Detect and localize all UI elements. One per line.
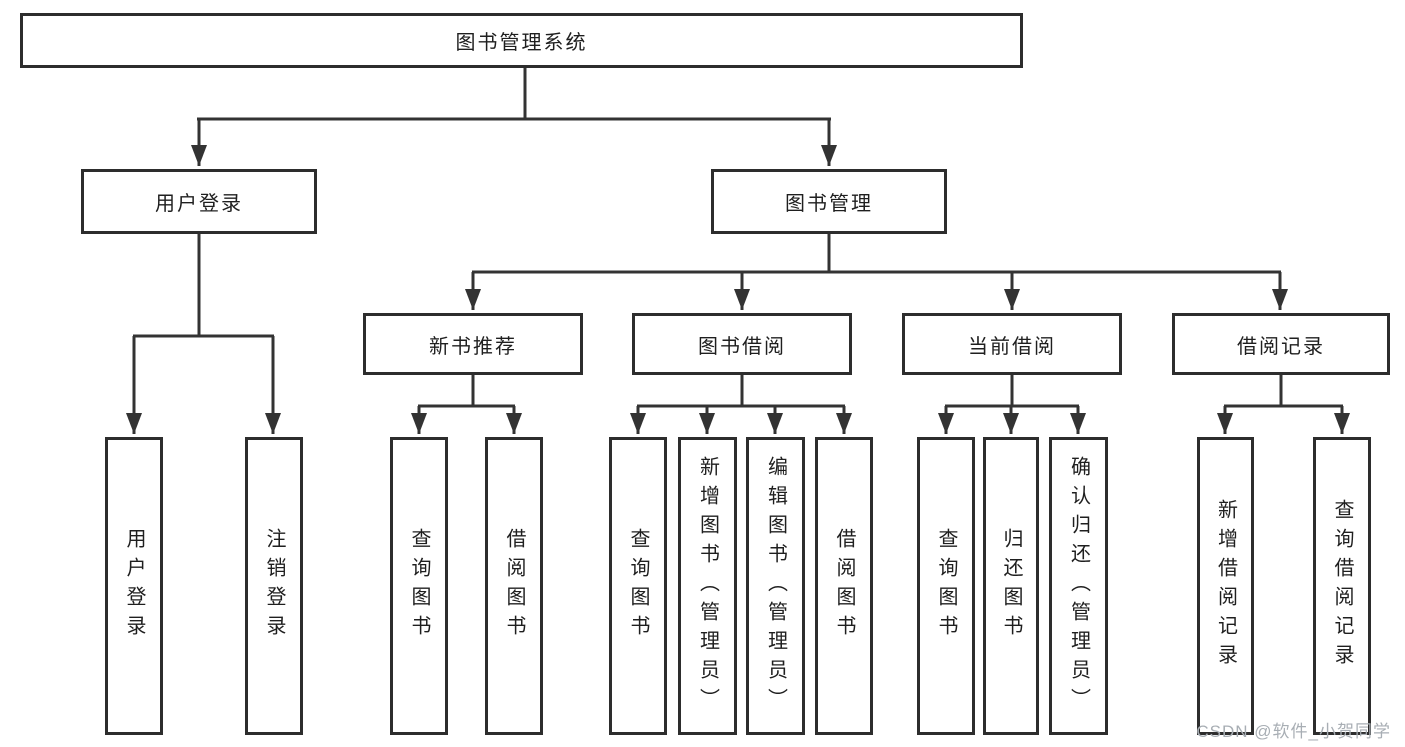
node-label: 图书管理系统 [455, 32, 588, 54]
node-label: 用户登录 [155, 193, 243, 215]
node-book-borrow: 图书借阅 [632, 313, 852, 375]
leaf-query-borrow-record: 查询借阅记录 [1313, 437, 1371, 735]
leaf-label: 查询图书 [935, 528, 957, 644]
node-book-management: 图书管理 [711, 169, 947, 234]
leaf-label: 借阅图书 [833, 528, 855, 644]
leaf-add-borrow-record: 新增借阅记录 [1197, 437, 1254, 735]
leaf-label: 编辑图书（管理员） [764, 455, 787, 717]
leaf-edit-books-admin: 编辑图书（管理员） [746, 437, 805, 735]
leaf-borrow-books-recommend: 借阅图书 [485, 437, 543, 735]
node-label: 当前借阅 [968, 335, 1056, 358]
leaf-label: 新增借阅记录 [1214, 499, 1237, 673]
leaf-borrow-books: 借阅图书 [815, 437, 873, 735]
leaf-confirm-return-admin: 确认归还（管理员） [1049, 437, 1108, 735]
leaf-label: 借阅图书 [503, 528, 525, 644]
leaf-label: 查询图书 [627, 528, 649, 644]
leaf-label: 新增图书（管理员） [696, 455, 719, 717]
node-borrow-records: 借阅记录 [1172, 313, 1390, 375]
csdn-watermark: CSDN @软件_小贺同学 [1196, 722, 1391, 741]
leaf-label: 归还图书 [1000, 528, 1022, 644]
leaf-user-login: 用户登录 [105, 437, 163, 735]
leaf-label: 注销登录 [263, 528, 285, 644]
node-label: 新书推荐 [429, 335, 517, 358]
node-label: 借阅记录 [1237, 335, 1325, 358]
leaf-return-books: 归还图书 [983, 437, 1039, 735]
leaf-add-books-admin: 新增图书（管理员） [678, 437, 737, 735]
node-label: 图书管理 [785, 193, 873, 215]
node-label: 图书借阅 [698, 335, 786, 358]
node-library-management-system: 图书管理系统 [20, 13, 1023, 68]
leaf-label: 用户登录 [123, 528, 145, 644]
node-current-borrow: 当前借阅 [902, 313, 1122, 375]
leaf-label: 确认归还（管理员） [1067, 455, 1090, 717]
leaf-label: 查询图书 [408, 528, 430, 644]
leaf-query-books-recommend: 查询图书 [390, 437, 448, 735]
leaf-query-books-current: 查询图书 [917, 437, 975, 735]
leaf-logout: 注销登录 [245, 437, 303, 735]
leaf-query-books-borrow: 查询图书 [609, 437, 667, 735]
node-new-book-recommend: 新书推荐 [363, 313, 583, 375]
leaf-label: 查询借阅记录 [1331, 499, 1353, 673]
node-user-login: 用户登录 [81, 169, 317, 234]
